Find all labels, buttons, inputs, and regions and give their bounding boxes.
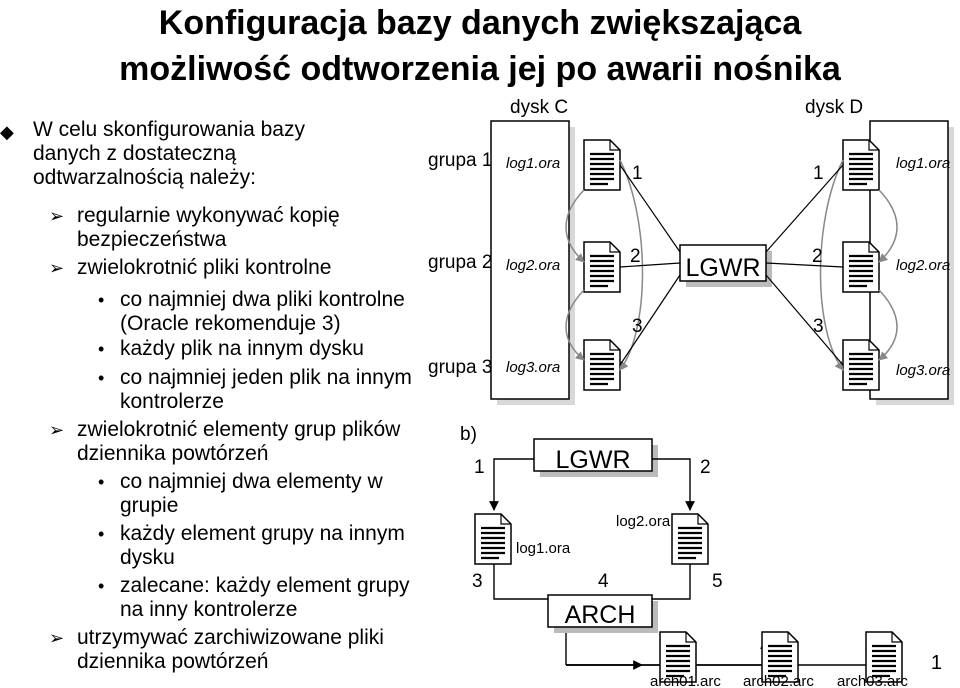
group-3-label: grupa 3 [428, 357, 492, 378]
disk-c-label: dysk C [510, 97, 568, 118]
arrowhead-bullet-icon: ➢ [49, 206, 65, 226]
bullet-item: ➢ zwielokrotnić pliki kontrolne [49, 256, 332, 279]
title-line-2: możliwość odtworzenia jej po awarii nośn… [119, 50, 841, 88]
lgwr-label-b: LGWR [556, 446, 631, 474]
bullet-item: • co najmniej dwa pliki kontrolne (Oracl… [98, 288, 405, 335]
arrowhead-bullet-icon: ➢ [49, 628, 65, 648]
lgwr-box-b: LGWR [533, 438, 658, 477]
sequence-right-3: 3 [813, 316, 824, 337]
diagram-b-file-right: log2.ora [616, 513, 671, 530]
slide-title: Konfiguracja bazy danych zwiększająca mo… [0, 0, 960, 89]
bullet-item: • zalecane: każdy element grupy na inny … [98, 574, 410, 621]
document-icon [582, 338, 622, 392]
bullet-item: ◆ W celu skonfigurowania bazy danych z d… [0, 118, 305, 189]
bullet-item: • co najmniej jeden plik na innym kontro… [98, 366, 412, 413]
arch-box: ARCH [547, 594, 658, 633]
disk-d-label: dysk D [805, 97, 863, 118]
document-icon [670, 512, 710, 566]
disk-c-file-2: log2.ora [506, 257, 560, 274]
disk-d-file-1: log1.ora [896, 155, 950, 172]
disk-d-box [869, 120, 954, 405]
sequence-left-3: 3 [632, 316, 643, 337]
archive-file-1: arch01.arc [650, 673, 721, 688]
sequence-left-1: 1 [632, 163, 643, 184]
disk-c-file-1: log1.ora [506, 155, 560, 172]
arrowhead-bullet-icon: ➢ [49, 258, 65, 278]
lgwr-label: LGWR [686, 254, 761, 282]
bullet-item: ➢ zwielokrotnić elementy grup plików dzi… [49, 418, 401, 465]
step-5: 5 [712, 571, 723, 592]
document-icon [473, 512, 513, 566]
dot-bullet-icon: • [98, 368, 105, 388]
step-2: 2 [700, 457, 711, 478]
sequence-right-1: 1 [813, 163, 824, 184]
step-3: 3 [472, 571, 483, 592]
document-icon [841, 138, 881, 192]
diamond-bullet-icon: ◆ [0, 122, 14, 142]
bullet-item: • każdy element grupy na innym dysku [98, 522, 405, 569]
group-2-label: grupa 2 [428, 252, 492, 273]
disk-c-box [490, 120, 575, 405]
bullet-item: ➢ utrzymywać zarchiwizowane pliki dzienn… [49, 626, 384, 673]
page-number: 1 [930, 652, 942, 674]
dot-bullet-icon: • [98, 576, 105, 596]
sequence-right-2: 2 [812, 246, 823, 267]
dot-bullet-icon: • [98, 524, 105, 544]
archive-file-2: arch02.arc [743, 673, 814, 688]
document-icon [582, 240, 622, 294]
dot-bullet-icon: • [98, 339, 105, 359]
bullet-item: ➢ regularnie wykonywać kopię bezpieczeńs… [49, 204, 340, 251]
disk-c-file-3: log3.ora [506, 359, 560, 376]
lgwr-write-lines [619, 164, 844, 366]
archive-file-3: arch03.arc [837, 673, 908, 688]
dot-bullet-icon: • [98, 290, 105, 310]
step-4: 4 [598, 571, 609, 592]
bullet-item: • każdy plik na innym dysku [98, 337, 364, 360]
diagram-b-file-left: log1.ora [516, 540, 571, 557]
title-line-1: Konfiguracja bazy danych zwiększająca [158, 4, 802, 42]
diagram-b-label: b) [460, 424, 477, 445]
document-icon [841, 338, 881, 392]
disk-d-file-3: log3.ora [896, 362, 950, 379]
disk-d-file-2: log2.ora [896, 257, 950, 274]
log-switch-arcs [565, 159, 898, 371]
document-icon [582, 138, 622, 192]
dot-bullet-icon: • [98, 472, 105, 492]
lgwr-box-a: LGWR [679, 244, 772, 287]
step-1: 1 [474, 457, 485, 478]
sequence-left-2: 2 [630, 246, 641, 267]
group-1-label: grupa 1 [428, 150, 492, 171]
arch-label: ARCH [565, 601, 636, 629]
bullet-item: • co najmniej dwa elementy w grupie [98, 470, 383, 517]
document-icon [841, 240, 881, 294]
arrowhead-bullet-icon: ➢ [49, 420, 65, 440]
